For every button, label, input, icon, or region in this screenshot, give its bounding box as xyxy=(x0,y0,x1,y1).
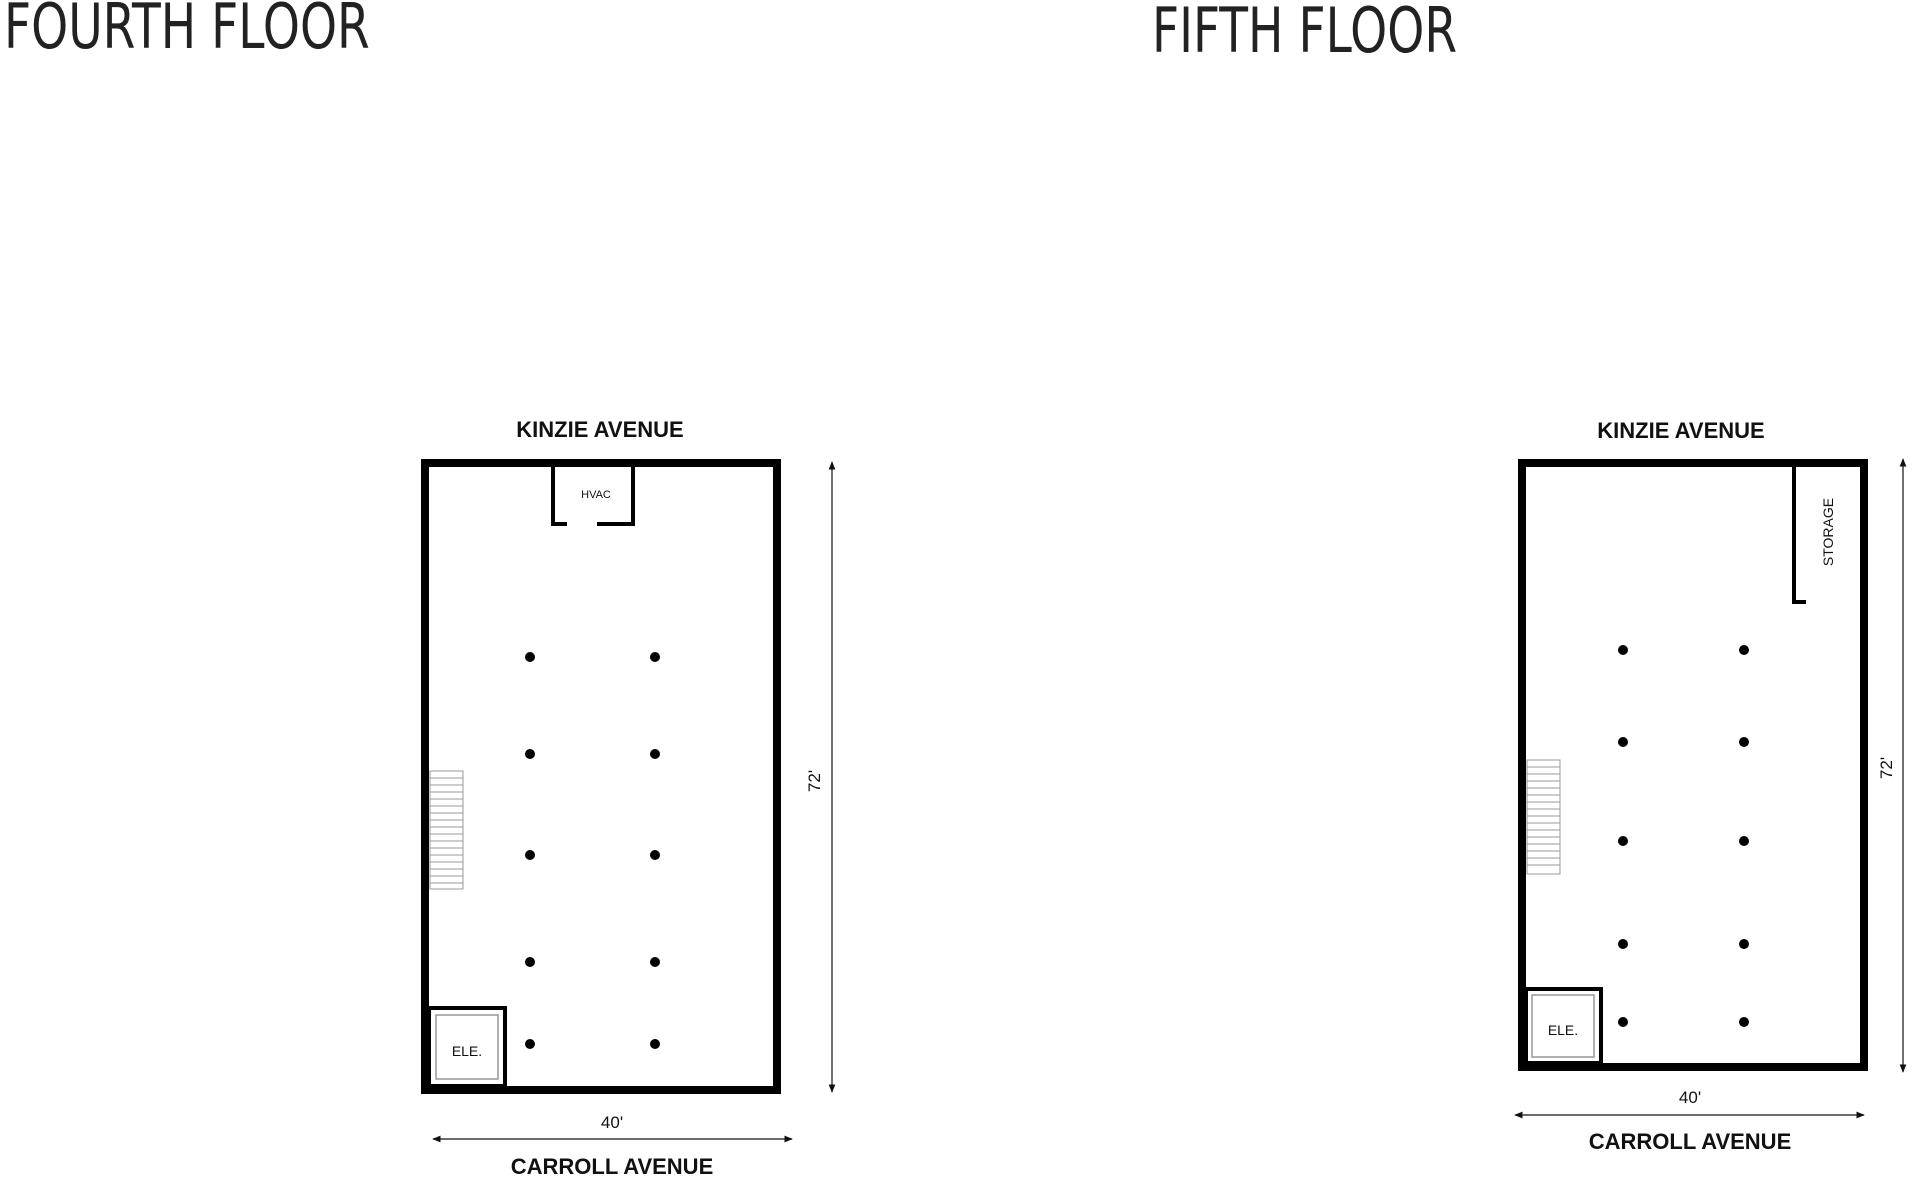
fifth-floor-north-street: KINZIE AVENUE xyxy=(1597,418,1764,443)
column xyxy=(525,957,535,967)
fifth-floor-outline xyxy=(1518,459,1868,1071)
fourth-floor-width-label: 40' xyxy=(601,1113,623,1132)
column xyxy=(650,749,660,759)
fifth-floor-elevator-label: ELE. xyxy=(1548,1022,1578,1038)
column xyxy=(1739,737,1749,747)
column xyxy=(1618,737,1628,747)
fifth-floor-depth-label: 72' xyxy=(1877,757,1896,779)
fourth-floor-north-street: KINZIE AVENUE xyxy=(516,417,683,442)
column xyxy=(1618,939,1628,949)
hvac-label: HVAC xyxy=(581,489,611,501)
column xyxy=(1618,836,1628,846)
fourth-floor-elevator xyxy=(427,1006,507,1088)
fifth-floor-plan: KINZIE AVENUE STORAGE ELE. xyxy=(1514,418,1907,1154)
fifth-floor-width-label: 40' xyxy=(1679,1088,1701,1107)
column xyxy=(650,1039,660,1049)
hvac-enclosure xyxy=(551,467,635,526)
fourth-floor-elevator-car xyxy=(435,1014,499,1080)
fourth-floor-title: FOURTH FLOOR xyxy=(4,0,370,63)
column xyxy=(1618,1017,1628,1027)
column xyxy=(650,957,660,967)
column xyxy=(525,749,535,759)
column xyxy=(1739,645,1749,655)
fourth-floor-elevator-label: ELE. xyxy=(452,1043,482,1059)
fifth-floor-elevator-car xyxy=(1531,994,1595,1058)
fourth-floor-outline xyxy=(421,459,781,1094)
column xyxy=(650,652,660,662)
column xyxy=(1739,939,1749,949)
storage-partition xyxy=(1792,467,1806,604)
fifth-floor-elevator xyxy=(1524,987,1603,1065)
column xyxy=(1618,645,1628,655)
fourth-floor-south-street: CARROLL AVENUE xyxy=(511,1154,714,1179)
column xyxy=(1739,836,1749,846)
storage-label: STORAGE xyxy=(1820,498,1836,566)
column xyxy=(525,850,535,860)
column xyxy=(1739,1017,1749,1027)
fourth-floor-stairs xyxy=(429,770,464,890)
column xyxy=(525,652,535,662)
fifth-floor-stairs xyxy=(1526,759,1561,875)
fifth-floor-title: FIFTH FLOOR xyxy=(1152,0,1458,67)
column xyxy=(650,850,660,860)
column xyxy=(525,1039,535,1049)
fifth-floor-south-street: CARROLL AVENUE xyxy=(1589,1129,1792,1154)
fourth-floor-plan: KINZIE AVENUE HVAC ELE. xyxy=(421,417,836,1179)
fourth-floor-depth-label: 72' xyxy=(805,770,824,792)
